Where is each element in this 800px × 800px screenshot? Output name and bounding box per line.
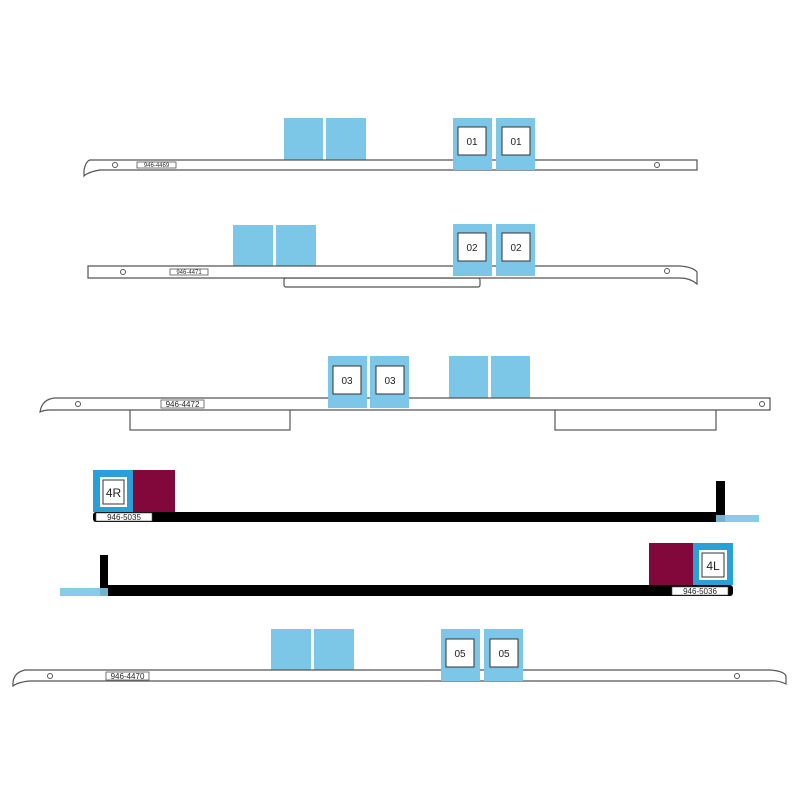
pull-tab xyxy=(284,118,323,160)
pull-tab xyxy=(491,356,530,398)
tab-label-box xyxy=(102,479,125,505)
hole xyxy=(47,673,53,679)
strip-946-5036: 4L 946-5036 xyxy=(60,543,733,596)
strip-end-tab xyxy=(716,481,725,522)
tab-label: 05 xyxy=(498,649,510,660)
part-number-box xyxy=(136,161,177,169)
tab-label-box xyxy=(701,552,725,578)
liner-tab xyxy=(133,470,175,512)
part-number-box xyxy=(105,671,150,681)
pull-tail xyxy=(716,515,759,522)
part-number: 946-4470 xyxy=(111,672,145,681)
pull-tab xyxy=(233,225,273,266)
part-number-box xyxy=(169,268,209,276)
hole xyxy=(664,268,670,274)
pull-tail xyxy=(60,588,108,596)
strip-946-4469: 946-4469 01 01 xyxy=(83,118,698,178)
tab-label-box xyxy=(489,638,519,668)
strip-end-tab xyxy=(100,555,108,596)
tab-label-box xyxy=(457,126,487,156)
hole xyxy=(112,162,118,168)
hole xyxy=(75,401,81,407)
tab-label: 01 xyxy=(510,137,522,148)
part-number: 946-4472 xyxy=(166,400,200,409)
tab-label-box xyxy=(457,232,487,262)
hole xyxy=(120,269,126,275)
pull-tab xyxy=(314,629,354,670)
part-number: 946-4471 xyxy=(176,270,202,276)
strip-946-5035: 4R 946-5035 xyxy=(93,470,759,522)
part-number-box xyxy=(671,586,729,596)
pull-tab xyxy=(271,629,311,670)
pull-tab xyxy=(449,356,488,398)
tab-label-box xyxy=(501,232,531,262)
part-number-box xyxy=(160,399,205,409)
adhesive-strip xyxy=(83,159,698,178)
tab-label: 03 xyxy=(341,376,353,387)
tab-label: 03 xyxy=(384,376,396,387)
tab-label: 01 xyxy=(466,137,478,148)
adhesive-strip xyxy=(87,265,698,286)
pull-tab xyxy=(326,118,366,160)
part-number-box xyxy=(95,512,153,522)
tab-label: 05 xyxy=(454,649,466,660)
pull-tab xyxy=(276,225,316,266)
part-number: 946-5036 xyxy=(683,587,717,596)
tab-label-box xyxy=(445,638,475,668)
strip-946-4472: 946-4472 03 03 xyxy=(39,356,771,431)
adhesive-strip xyxy=(100,585,733,596)
tab-label-box xyxy=(501,126,531,156)
adhesive-extension xyxy=(554,407,717,431)
tab-label-box xyxy=(332,365,362,395)
tab-label: 4L xyxy=(706,559,720,573)
tab-label: 02 xyxy=(466,243,478,254)
strip-946-4471: 946-4471 02 02 xyxy=(87,224,698,288)
adhesive-extension xyxy=(283,277,481,288)
hole xyxy=(734,673,740,679)
part-number: 946-5035 xyxy=(107,513,141,522)
tab-label-box xyxy=(375,365,405,395)
hole xyxy=(759,401,765,407)
hole xyxy=(654,162,660,168)
adhesive-extension xyxy=(129,407,291,431)
strip-946-4470: 946-4470 05 05 xyxy=(12,629,787,688)
tab-label: 02 xyxy=(510,243,522,254)
tab-label: 4R xyxy=(106,486,122,500)
adhesive-strip xyxy=(93,512,725,522)
liner-tab xyxy=(649,543,693,585)
adhesive-strip xyxy=(12,669,787,688)
part-number: 946-4469 xyxy=(144,163,170,169)
